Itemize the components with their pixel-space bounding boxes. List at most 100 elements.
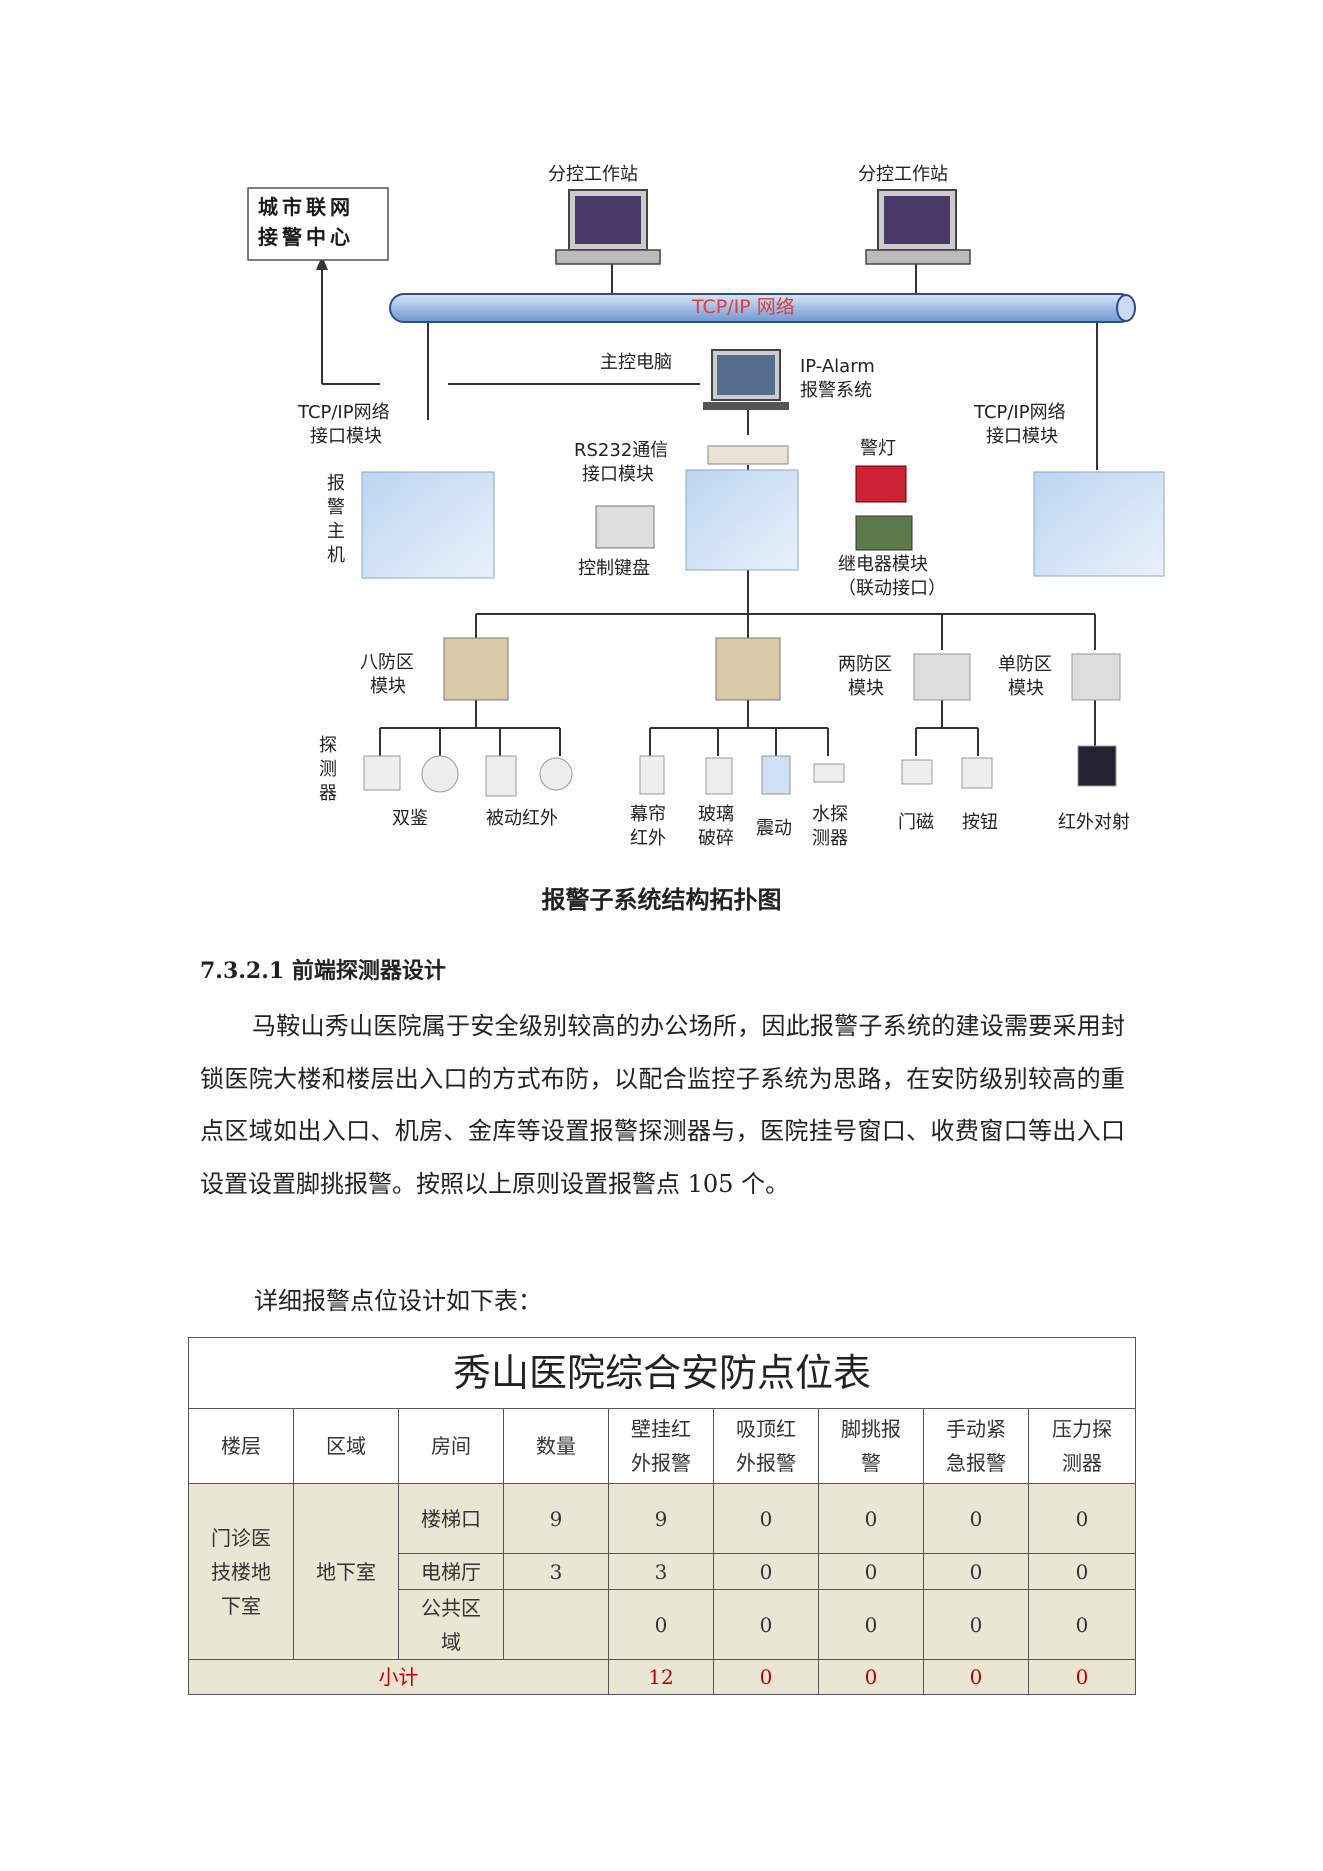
alarm-host-char1: 报: [327, 473, 345, 494]
area-cell: 地下室: [293, 1483, 399, 1660]
city-center-box: [247, 187, 389, 261]
table-row: 公共区域 0 0 0 0 0: [189, 1589, 1137, 1660]
subtotal-label: 小计: [188, 1659, 609, 1695]
city-center-line1: 城市联网: [258, 195, 354, 219]
eight-zone-line2: 模块: [370, 676, 406, 697]
ip-alarm-line1: IP-Alarm: [800, 356, 875, 377]
topology-diagram: [247, 187, 1165, 797]
dual-detector-icon-2: [421, 755, 459, 793]
value-cell: 0: [713, 1483, 819, 1554]
pir-label: 被动红外: [486, 808, 558, 829]
table-intro: 详细报警点位设计如下表：: [254, 1287, 542, 1315]
main-pc-icon: [703, 349, 789, 410]
button-label: 按钮: [962, 812, 998, 833]
header-cell: 房间: [398, 1408, 504, 1484]
warning-light-label: 警灯: [860, 438, 896, 459]
subtotal-cell: 12: [608, 1659, 714, 1695]
value-cell: 0: [1027, 1553, 1137, 1590]
rs232-line1: RS232通信: [574, 440, 669, 461]
subtotal-cell: 0: [1027, 1659, 1137, 1695]
header-cell: 手动紧急报警: [923, 1408, 1029, 1484]
single-zone-line2: 模块: [1008, 678, 1044, 699]
body-paragraph: 马鞍山秀山医院属于安全级别较高的办公场所，因此报警子系统的建设需要采用封锁医院大…: [200, 1012, 1125, 1198]
value-cell: 0: [923, 1483, 1029, 1554]
curtain-line2: 红外: [630, 828, 666, 849]
header-cell: 壁挂红外报警: [608, 1408, 714, 1484]
section-heading: 7.3.2.1 前端探测器设计: [200, 958, 446, 984]
value-cell: 0: [1027, 1589, 1137, 1660]
main-pc-label: 主控电脑: [600, 352, 672, 373]
subtotal-cell: 0: [923, 1659, 1029, 1695]
value-cell: 3: [608, 1553, 714, 1590]
pir-detector-icon: [485, 755, 517, 797]
keyboard-label: 控制键盘: [578, 558, 650, 579]
detector-char2: 测: [319, 759, 337, 780]
workstation-right-icon: [865, 189, 971, 265]
value-cell: 0: [818, 1553, 924, 1590]
alarm-host-right-icon: [1033, 471, 1165, 577]
value-cell: 0: [923, 1589, 1029, 1660]
detector-char3: 器: [319, 783, 337, 804]
header-cell: 吸顶红外报警: [713, 1408, 819, 1484]
glass-break-icon: [705, 757, 733, 795]
qty-cell: [503, 1589, 609, 1660]
curtain-detector-icon: [639, 755, 665, 795]
two-zone-line2: 模块: [848, 678, 884, 699]
vibration-icon: [761, 755, 791, 795]
header-row: 楼层 区域 房间 数量 壁挂红外报警 吸顶红外报警 脚挑报警 手动紧急报警 压力…: [188, 1408, 1137, 1484]
header-cell: 区域: [293, 1408, 399, 1484]
subtotal-row: 小计 12 0 0 0 0: [188, 1659, 1137, 1695]
tcp-module-right-line2: 接口模块: [986, 426, 1058, 447]
header-cell: 楼层: [188, 1408, 294, 1484]
two-zone-line1: 两防区: [838, 654, 892, 675]
ip-alarm-line2: 报警系统: [800, 380, 872, 401]
room-cell: 电梯厅: [398, 1553, 504, 1590]
relay-icon: [855, 515, 913, 551]
network-label: TCP/IP 网络: [692, 296, 795, 318]
dual-label: 双鉴: [392, 808, 428, 829]
eight-zone-line1: 八防区: [360, 652, 414, 673]
value-cell: 0: [923, 1553, 1029, 1590]
curtain-line1: 幕帘: [630, 804, 666, 825]
room-cell: 公共区域: [398, 1589, 504, 1660]
room-cell: 楼梯口: [398, 1483, 504, 1554]
single-zone-module-icon: [1071, 653, 1121, 701]
value-cell: 0: [818, 1483, 924, 1554]
city-center-line2: 接警中心: [258, 225, 354, 249]
eight-zone-module-icon: [443, 637, 509, 701]
relay-line2: （联动接口）: [838, 578, 946, 599]
beam-label: 红外对射: [1058, 812, 1130, 833]
dual-detector-icon: [363, 755, 401, 791]
tcp-module-right-line1: TCP/IP网络: [974, 402, 1066, 423]
floor-cell: 门诊医技楼地下室: [188, 1483, 294, 1660]
rs232-line2: 接口模块: [582, 464, 654, 485]
security-point-table: 秀山医院综合安防点位表 楼层 区域 房间 数量 壁挂红外报警 吸顶红外报警 脚挑…: [187, 1337, 1137, 1695]
value-cell: 0: [1027, 1483, 1137, 1554]
water-detector-icon: [813, 763, 845, 783]
glass-line2: 破碎: [698, 828, 734, 849]
subtotal-cell: 0: [713, 1659, 819, 1695]
figure-caption: 报警子系统结构拓扑图: [541, 885, 782, 914]
workstation-right-label: 分控工作站: [858, 164, 948, 185]
value-cell: 0: [818, 1589, 924, 1660]
warning-light-icon: [855, 465, 907, 503]
keyboard-icon: [595, 505, 655, 549]
value-cell: 0: [713, 1553, 819, 1590]
zone-module-icon: [715, 637, 781, 701]
table-row: 电梯厅 3 3 0 0 0 0: [189, 1553, 1137, 1590]
two-zone-module-icon: [913, 653, 971, 701]
alarm-host-left-icon: [361, 471, 495, 579]
beam-detector-icon: [1077, 745, 1117, 787]
alarm-host-char2: 警: [327, 497, 345, 518]
value-cell: 0: [608, 1589, 714, 1660]
qty-cell: 3: [503, 1553, 609, 1590]
panic-button-icon: [961, 757, 993, 789]
water-line1: 水探: [812, 804, 848, 825]
header-cell: 压力探测器: [1027, 1408, 1137, 1484]
table-title: 秀山医院综合安防点位表: [187, 1337, 1137, 1409]
single-zone-line1: 单防区: [998, 654, 1052, 675]
water-line2: 测器: [812, 828, 848, 849]
vibration-label: 震动: [756, 818, 792, 839]
qty-cell: 9: [503, 1483, 609, 1554]
alarm-host-char3: 主: [327, 521, 345, 542]
